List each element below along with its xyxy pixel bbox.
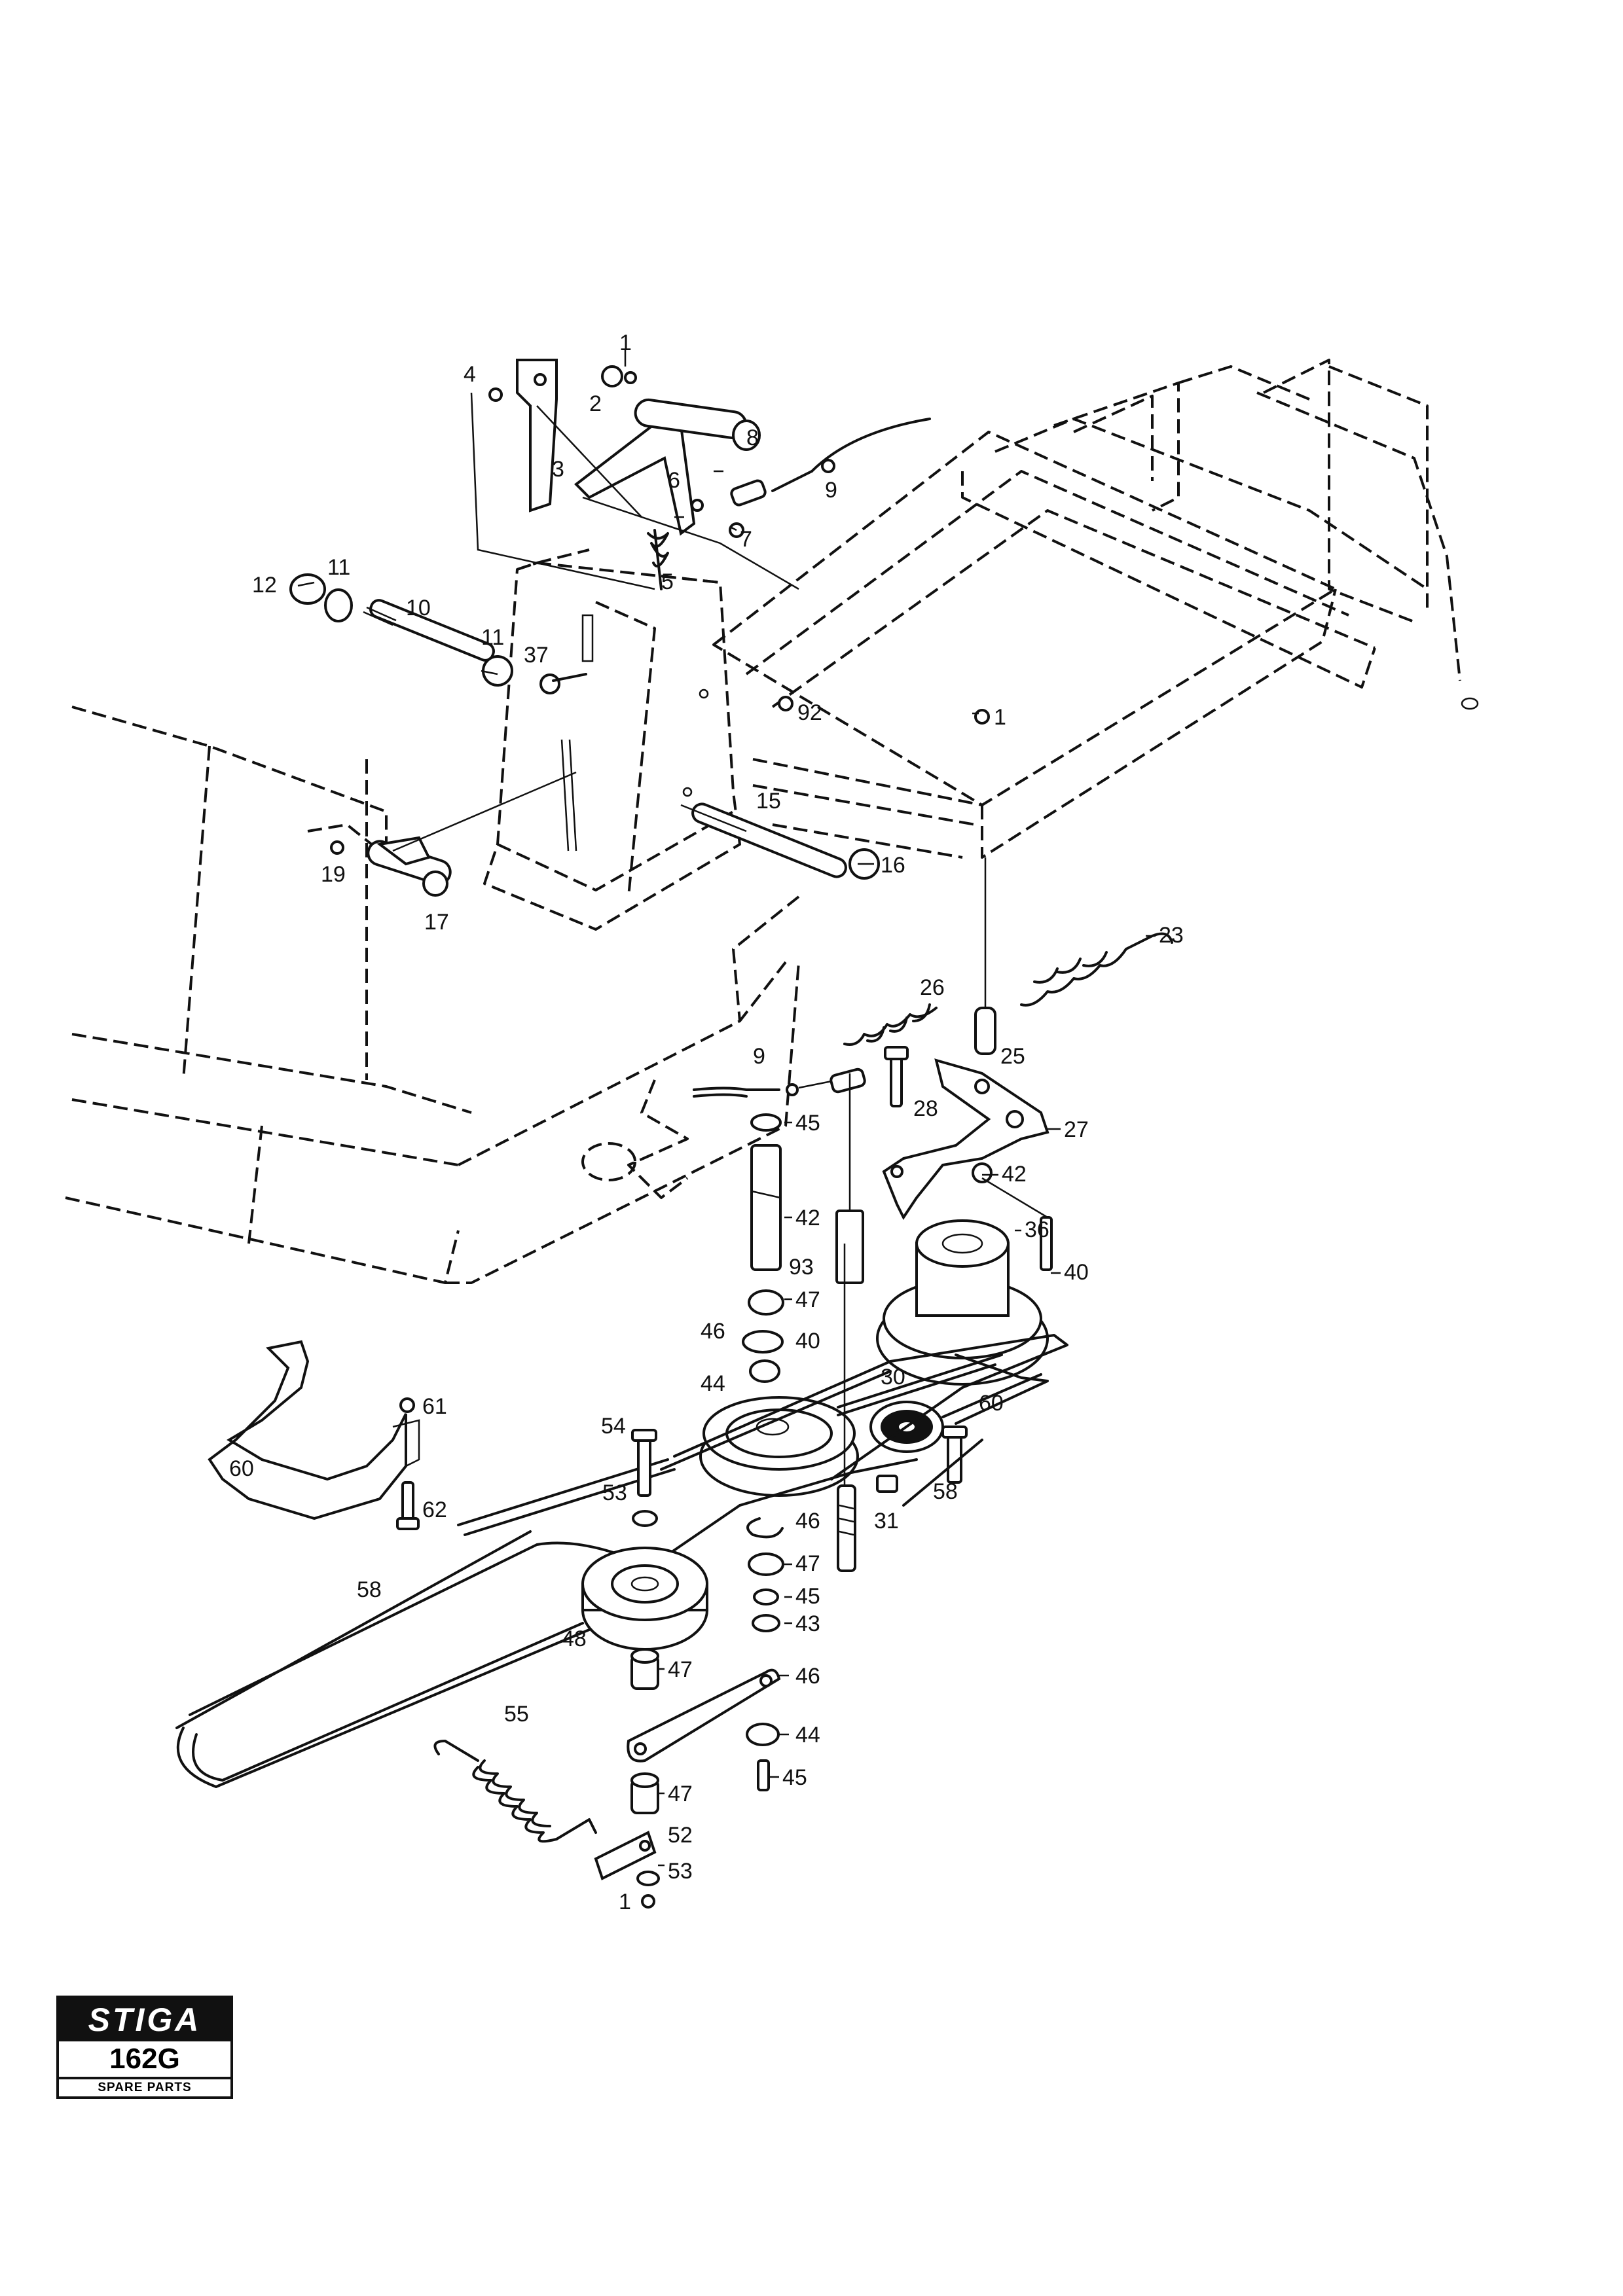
callout-26: 26 bbox=[920, 975, 945, 1000]
callout-33: 37 bbox=[524, 643, 549, 668]
throttle-cable-lower bbox=[693, 1067, 866, 1098]
callout-labels: 1 2 3 4 5 6 7 8 9 10 11 12 11 37 92 1 15… bbox=[229, 331, 1184, 1914]
callout-54: 54 bbox=[601, 1414, 626, 1439]
callout-62: 62 bbox=[422, 1498, 447, 1522]
callout-91: 92 bbox=[797, 700, 822, 725]
lower-spindle-parts bbox=[631, 1244, 856, 1632]
middle-pulley bbox=[699, 1396, 859, 1497]
callout-8: 8 bbox=[746, 425, 759, 450]
chassis-frame-outline bbox=[65, 359, 1479, 1284]
callout-36-lower: 45 bbox=[795, 1584, 820, 1609]
callout-11-left: 11 bbox=[327, 555, 350, 580]
callout-9-lower: 9 bbox=[753, 1044, 765, 1069]
callout-25: 25 bbox=[1000, 1044, 1025, 1069]
callout-32: 36 bbox=[1025, 1217, 1049, 1242]
callout-38-upper: 46 bbox=[701, 1319, 725, 1344]
callout-30: 30 bbox=[881, 1365, 905, 1390]
callout-10: 10 bbox=[406, 596, 431, 620]
callout-45: 45 bbox=[782, 1765, 807, 1790]
spare-parts-label: SPARE PARTS bbox=[59, 2077, 230, 2096]
upper-pulley bbox=[876, 1219, 1049, 1386]
callout-17: 17 bbox=[424, 910, 449, 935]
callout-52: 52 bbox=[668, 1823, 693, 1848]
pivot-shaft-assembly bbox=[289, 573, 587, 694]
callout-34: 40 bbox=[1064, 1260, 1089, 1285]
callout-19: 19 bbox=[321, 862, 346, 887]
callout-57: 60 bbox=[979, 1391, 1004, 1416]
callout-23: 23 bbox=[1159, 923, 1184, 948]
callout-55: 55 bbox=[504, 1702, 529, 1727]
callout-53-upper: 53 bbox=[602, 1480, 627, 1505]
callout-47-lower: 47 bbox=[668, 1782, 693, 1806]
idler-arm-assembly bbox=[594, 1648, 781, 1909]
callout-3: 3 bbox=[552, 457, 564, 482]
callout-41-upper: 47 bbox=[795, 1287, 820, 1312]
callout-5: 5 bbox=[661, 569, 674, 594]
callout-31: 31 bbox=[874, 1509, 899, 1534]
callout-42: 42 bbox=[795, 1206, 820, 1230]
idler-spindle-stack bbox=[742, 1073, 864, 1383]
callout-37: 44 bbox=[701, 1371, 725, 1396]
pedal-bracket-tower bbox=[483, 548, 741, 931]
callout-61: 61 bbox=[422, 1394, 447, 1419]
throttle-cable-top bbox=[730, 418, 931, 507]
springs-upper bbox=[843, 857, 1173, 1055]
callout-92: 93 bbox=[789, 1255, 814, 1280]
callout-44: 44 bbox=[795, 1723, 820, 1748]
callout-48: 48 bbox=[562, 1626, 587, 1651]
callout-38-lower: 46 bbox=[795, 1509, 820, 1534]
callout-53-lower: 53 bbox=[668, 1859, 693, 1884]
callout-1-top: 1 bbox=[619, 331, 632, 355]
callout-7: 7 bbox=[740, 527, 752, 552]
callout-leaders bbox=[297, 350, 1156, 1867]
nut-1-chassis-icon bbox=[974, 709, 990, 725]
callout-27: 27 bbox=[1064, 1117, 1089, 1142]
callout-11-right: 11 bbox=[481, 625, 504, 650]
model-number: 162G bbox=[109, 2043, 180, 2075]
callout-36-upper: 45 bbox=[795, 1111, 820, 1136]
callout-56: 58 bbox=[933, 1479, 958, 1504]
callout-58: 58 bbox=[357, 1577, 382, 1602]
lower-pulley bbox=[581, 1547, 708, 1651]
callout-40: 40 bbox=[795, 1329, 820, 1354]
pedal-arm-assembly bbox=[470, 359, 799, 590]
callout-15: 15 bbox=[756, 789, 781, 814]
callout-46: 46 bbox=[795, 1664, 820, 1689]
brand-name: STIGA bbox=[59, 1998, 230, 2041]
callout-16: 16 bbox=[881, 853, 905, 878]
nut-91-icon bbox=[778, 696, 793, 711]
callout-6: 6 bbox=[668, 468, 680, 493]
callout-28: 28 bbox=[913, 1096, 938, 1121]
callout-12: 12 bbox=[252, 573, 277, 598]
belt-guard bbox=[208, 1340, 420, 1530]
tension-arm bbox=[882, 1046, 1053, 1271]
callout-4: 4 bbox=[464, 362, 476, 387]
callout-2: 2 bbox=[589, 391, 602, 416]
callout-41-lower: 47 bbox=[795, 1551, 820, 1576]
callout-43: 43 bbox=[795, 1611, 820, 1636]
callout-47-upper: 47 bbox=[668, 1657, 693, 1682]
callout-35: 42 bbox=[1002, 1162, 1027, 1187]
idler-pulley bbox=[869, 1401, 968, 1493]
tension-spring-lower bbox=[433, 1740, 597, 1843]
left-lever bbox=[330, 771, 577, 897]
stiga-logo: STIGA 162G SPARE PARTS bbox=[56, 1996, 233, 2099]
callout-9-top: 9 bbox=[825, 478, 837, 503]
callout-60: 60 bbox=[229, 1456, 254, 1481]
callout-1-chassis: 1 bbox=[994, 705, 1006, 730]
callout-1-lower: 1 bbox=[619, 1890, 631, 1914]
